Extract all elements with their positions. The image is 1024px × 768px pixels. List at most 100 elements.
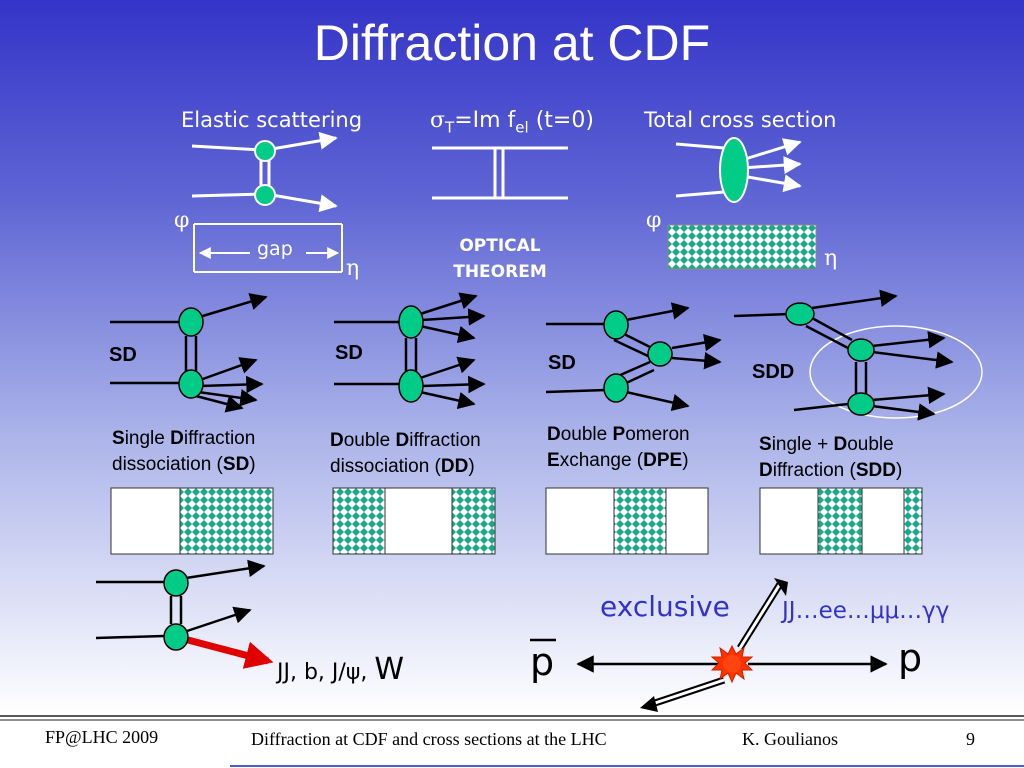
hard-products-label: JJ, b, J/ψ, W [277,652,404,687]
sd-desc-d: D [170,428,184,449]
dpe-desc-d: D [547,424,561,445]
sdd-desc-s: S [759,434,772,455]
footer-talk-title: Diffraction at CDF and cross sections at… [251,729,607,749]
optical-theorem-label: OPTICAL THEOREM [442,233,558,285]
sdd-desc-d2: D [759,460,773,481]
hard-vertex-top [163,569,189,597]
dd-desc-d2: D [395,430,410,451]
sigma-sub: T [445,118,455,137]
sd-desc-close: ) [249,454,256,475]
exclusive-final-states: JJ…ee…μμ…γγ [782,598,950,624]
sigma-formula: σT=Im fel (t=0) [430,108,594,136]
sd-description: Single Diffraction dissociation (SD) [112,426,256,478]
sdd-desc-abbr: SDD [855,460,896,481]
dpe-vertex-top [603,310,629,340]
exclusive-jets [640,578,788,712]
dpe-vertex-bottom [603,373,629,403]
sd-tag-2: SD [335,342,363,364]
sd-tag-3: SD [548,352,576,374]
hard-vertex-bottom [163,623,189,651]
dpe-desc-xchange: xchange ( [559,450,644,471]
interaction-burst [710,644,754,684]
total-blob [719,137,749,203]
eta-label-left: η [346,256,360,281]
sigma-eq: =Im f [454,108,516,133]
hard-jet-arrow [187,636,274,669]
elastic-diagram [191,131,338,213]
sd-desc-iffraction: iffraction [183,428,256,449]
dpe-desc-p: P [612,424,626,445]
sd-desc-s: S [112,428,125,449]
dpe-desc-e: E [547,450,560,471]
sd-desc-abbr: SD [222,454,250,475]
page-title: Diffraction at CDF [313,15,711,71]
dd-description: Double Diffraction dissociation (DD) [330,428,481,480]
optical-line-1: OPTICAL [459,236,541,256]
proton-label: p [898,636,923,680]
total-label: Total cross section [644,108,837,132]
dpe-diagram [545,302,722,412]
sdd-vertex-bottom [847,392,875,416]
sdd-highlight-ring [809,325,983,419]
phi-label-left: φ [174,208,190,233]
optical-diagram [432,146,568,200]
sigma-t: (t=0) [528,108,594,133]
gap-label: gap [257,238,293,260]
sigma-sub-el: el [515,118,529,137]
sd-tag-1: SD [109,344,137,366]
dd-rapidity-band [332,487,496,555]
hard-sd-diagram [95,559,266,640]
sd-rapidity-band [110,487,274,555]
sdd-desc-ouble: ouble [847,434,894,455]
phi-label-right: φ [646,208,662,233]
dpe-rapidity-band [545,487,709,555]
antiproton-label: p [530,640,555,684]
sd-desc-ingle: ingle [124,428,171,449]
total-diagram [675,138,802,198]
total-rapidity-band [667,224,817,270]
dd-desc-line2: dissociation ( [330,456,441,477]
dpe-vertex-center [647,341,673,367]
sdd-desc-ingle: ingle + [771,434,834,455]
exclusive-label: exclusive [600,590,730,623]
sd-vertex-top [178,307,204,337]
sdd-desc-d: D [833,434,848,455]
sdd-desc-iffraction: iffraction ( [772,460,856,481]
dd-diagram [334,292,486,410]
dpe-desc-omeron: omeron [625,424,690,445]
dd-desc-d: D [330,430,344,451]
dpe-desc-close: ) [682,450,689,471]
sdd-tag: SDD [752,361,795,383]
dd-vertex-top [398,305,424,339]
dd-desc-close: ) [468,456,475,477]
gap-box [193,223,343,273]
sd-diagram [110,293,268,413]
dd-desc-ouble: ouble [343,430,396,451]
dd-vertex-bottom [398,369,424,403]
dd-desc-abbr: DD [440,456,469,477]
dd-desc-iffraction: iffraction [409,430,481,451]
footer-conference: FP@LHC 2009 [45,727,159,747]
dpe-desc-abbr: DPE [643,450,683,471]
elastic-vertex-bottom [254,184,276,206]
footer-page-number: 9 [966,729,975,749]
eta-label-right: η [824,246,838,271]
w-boson-label: W [374,652,404,687]
sd-desc-line2: dissociation ( [112,454,223,475]
sdd-desc-close: ) [895,460,903,481]
sdd-description: Single + Double Diffraction (SDD) [759,432,902,484]
sdd-vertex-top [785,302,815,326]
sd-vertex-bottom [178,369,204,399]
elastic-vertex-top [254,140,276,162]
dpe-desc-ouble: ouble [560,424,613,445]
sigma-symbol: σ [430,108,446,133]
dpe-description: Double Pomeron Exchange (DPE) [547,422,690,474]
hard-products-list: JJ, b, J/ψ, [277,660,375,685]
optical-line-2: THEOREM [453,262,547,282]
footer-author: K. Goulianos [742,729,838,749]
sdd-vertex-center [847,338,875,362]
footer-background [0,715,1024,768]
elastic-label: Elastic scattering [181,108,363,132]
sdd-diagram [733,289,954,421]
